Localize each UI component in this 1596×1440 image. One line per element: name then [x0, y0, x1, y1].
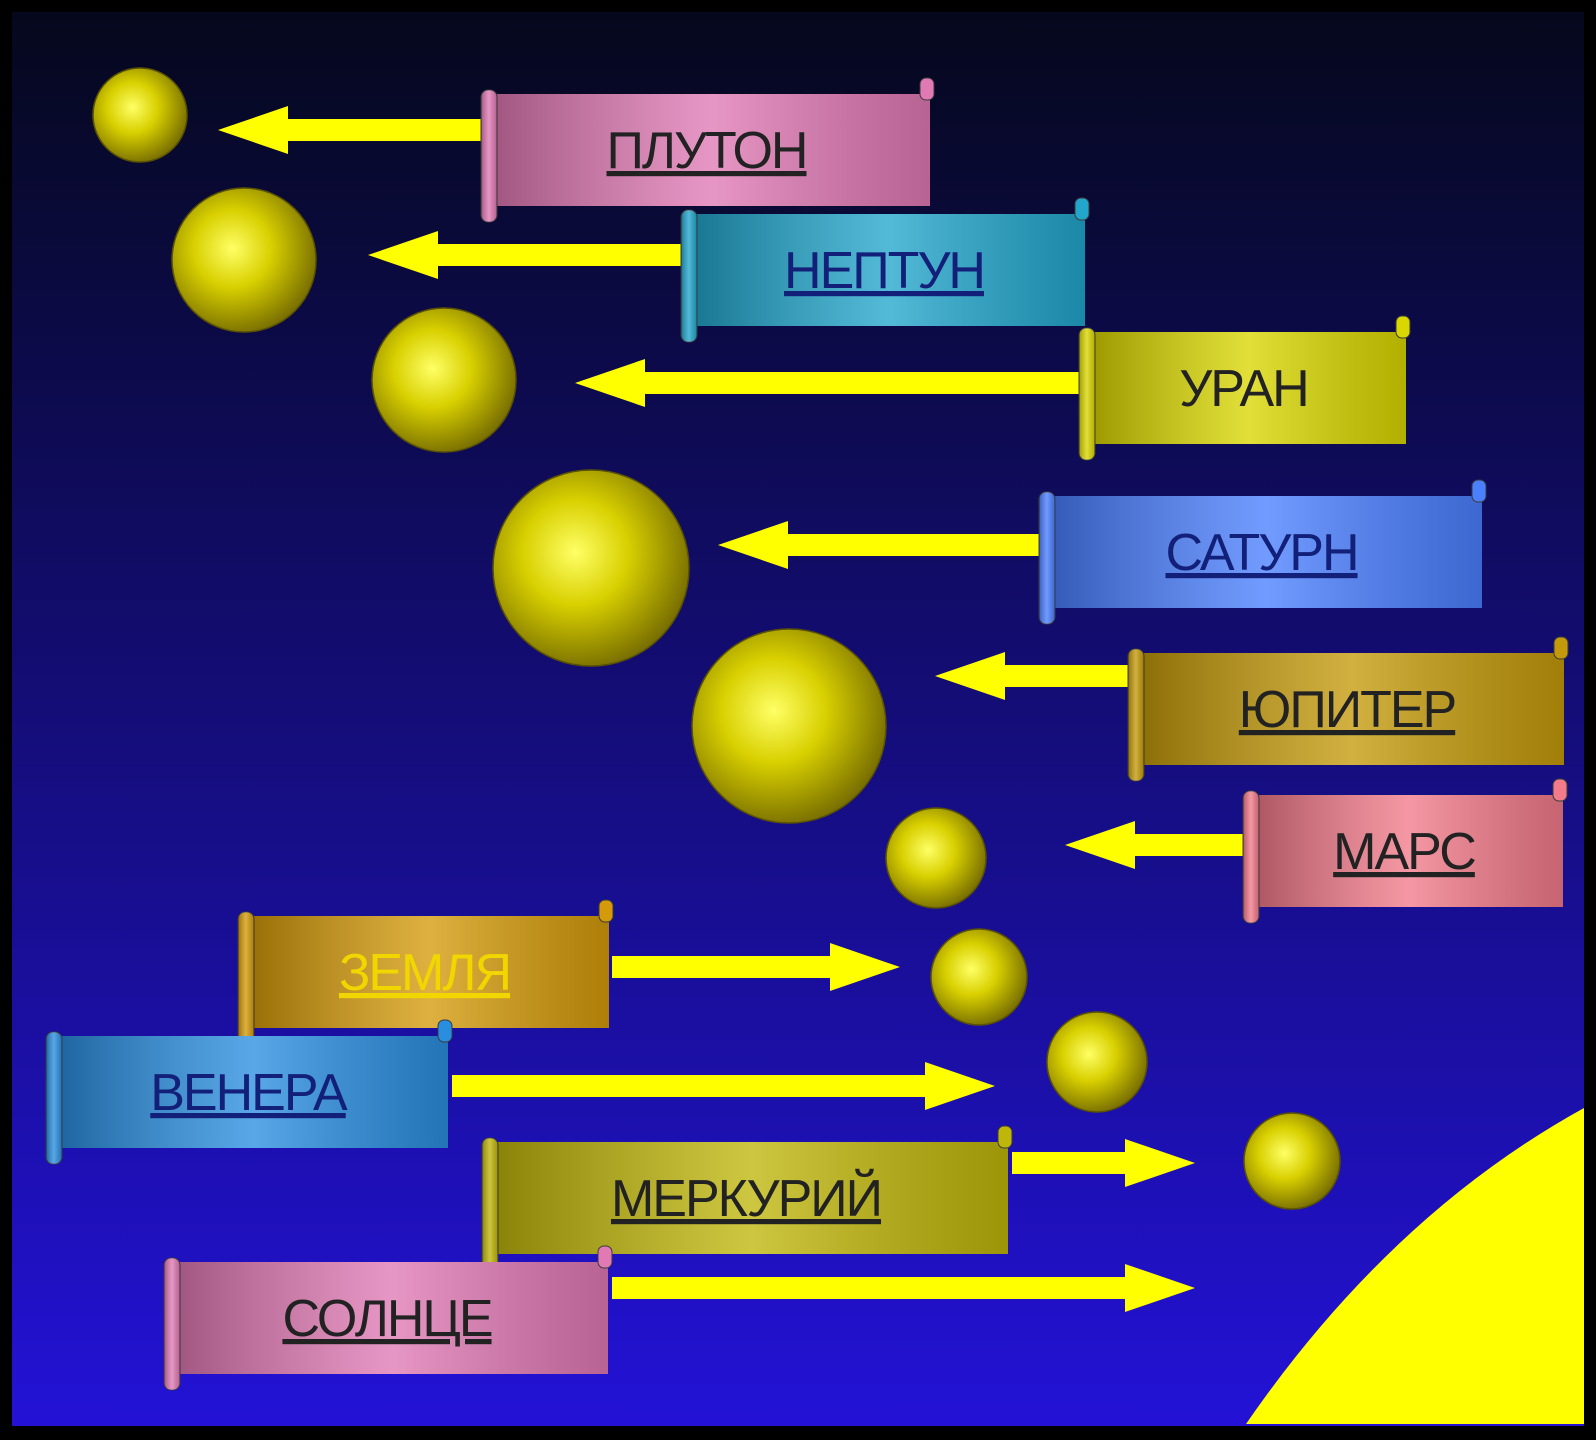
banner-shading [178, 1262, 608, 1374]
scroll-right-curl [1074, 197, 1090, 221]
scroll-right-curl [1553, 636, 1569, 660]
body-4-label[interactable]: ЮПИТЕР [1239, 681, 1457, 739]
banner-shading [252, 916, 609, 1028]
body-3-label[interactable]: САТУРН [1165, 524, 1359, 582]
scroll-right-curl [437, 1019, 453, 1043]
banner-shading [1053, 496, 1482, 608]
scroll-left-roll-shade [46, 1032, 62, 1164]
planet-6 [930, 928, 1028, 1026]
banner-3[interactable]: САТУРН [1038, 479, 1487, 625]
banner-shading [695, 214, 1085, 326]
banner-1[interactable]: НЕПТУН [680, 197, 1090, 343]
scroll-left-roll-shade [164, 1258, 180, 1390]
arrow-left-3 [718, 521, 1048, 569]
banner-6[interactable]: ЗЕМЛЯ [237, 899, 614, 1045]
scroll-right-curl [997, 1125, 1013, 1149]
body-9-label[interactable]: СОЛНЦЕ [282, 1290, 493, 1348]
banner-5[interactable]: МАРС [1242, 778, 1568, 924]
scroll-right-curl [1471, 479, 1487, 503]
banner-4[interactable]: ЮПИТЕР [1127, 636, 1569, 782]
scroll-left-roll-shade [1128, 649, 1144, 781]
planet-3 [492, 469, 690, 667]
planet-5 [885, 807, 987, 909]
scroll-right-curl [597, 1245, 613, 1269]
arrow-right-9 [612, 1264, 1195, 1312]
planet-1 [171, 187, 317, 333]
scroll-left-roll-shade [1079, 328, 1095, 460]
arrow-left-0 [218, 106, 490, 154]
scroll-left-roll-shade [481, 90, 497, 222]
scroll-left-roll-shade [681, 210, 697, 342]
banner-9[interactable]: СОЛНЦЕ [163, 1245, 613, 1391]
banner-shading [1093, 332, 1406, 444]
banner-7[interactable]: ВЕНЕРА [45, 1019, 453, 1165]
planet-2 [371, 307, 517, 453]
arrow-right-6 [612, 943, 900, 991]
planet-8 [1243, 1112, 1341, 1210]
arrow-left-4 [935, 652, 1137, 700]
arrow-left-5 [1065, 821, 1252, 869]
arrow-left-1 [368, 231, 690, 279]
body-6-label[interactable]: ЗЕМЛЯ [339, 944, 512, 1002]
banner-shading [60, 1036, 448, 1148]
body-7-label[interactable]: ВЕНЕРА [150, 1064, 350, 1122]
banner-shading [1142, 653, 1564, 765]
scroll-right-curl [919, 77, 935, 101]
banner-shading [495, 94, 930, 206]
planet-0 [92, 67, 188, 163]
sun-shape [1246, 1108, 1584, 1424]
arrow-right-8 [1012, 1139, 1195, 1187]
body-0-label[interactable]: ПЛУТОН [607, 122, 809, 180]
scroll-left-roll-shade [238, 912, 254, 1044]
arrow-left-2 [575, 359, 1088, 407]
planet-7 [1046, 1011, 1148, 1113]
body-8-label[interactable]: МЕРКУРИЙ [611, 1169, 883, 1228]
body-2-label[interactable]: УРАН [1179, 360, 1309, 418]
banner-2[interactable]: УРАН [1078, 315, 1411, 461]
banner-8[interactable]: МЕРКУРИЙ [481, 1125, 1013, 1271]
planet-4 [691, 628, 887, 824]
scroll-right-curl [598, 899, 614, 923]
body-1-label[interactable]: НЕПТУН [784, 242, 986, 300]
scroll-right-curl [1395, 315, 1411, 339]
scroll-left-roll-shade [1039, 492, 1055, 624]
banner-0[interactable]: ПЛУТОН [480, 77, 935, 223]
scroll-right-curl [1552, 778, 1568, 802]
arrow-right-7 [452, 1062, 995, 1110]
banner-shading [496, 1142, 1008, 1254]
banner-shading [1257, 795, 1563, 907]
scroll-left-roll-shade [482, 1138, 498, 1270]
scroll-left-roll-shade [1243, 791, 1259, 923]
body-5-label[interactable]: МАРС [1333, 823, 1477, 881]
